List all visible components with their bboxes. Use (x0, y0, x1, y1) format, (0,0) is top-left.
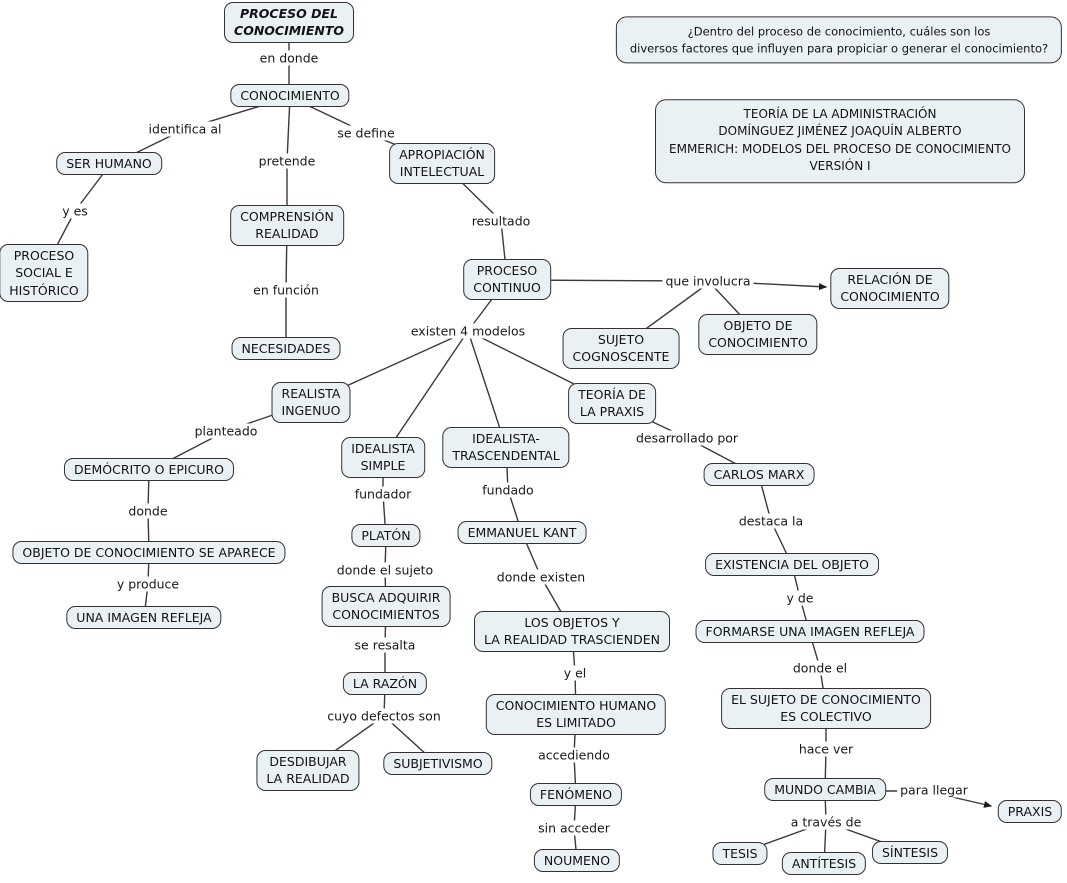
link-label-sin-acceder[interactable]: sin acceder (535, 820, 613, 836)
node-proceso-del-conocimiento[interactable]: PROCESO DEL CONOCIMIENTO (224, 2, 354, 43)
question-box[interactable]: ¿Dentro del proceso de conocimiento, cuá… (615, 16, 1063, 64)
node-el-sujeto-de-conocimiento-es-colectivo[interactable]: EL SUJETO DE CONOCIMIENTO ES COLECTIVO (721, 688, 931, 729)
link-label-destaca-la[interactable]: destaca la (735, 513, 807, 529)
node-comprension-realidad[interactable]: COMPRENSIÓN REALIDAD (230, 205, 344, 246)
link-label-donde-existen[interactable]: donde existen (493, 569, 589, 585)
node-idealista-trascendental[interactable]: IDEALISTA- TRASCENDENTAL (442, 427, 570, 468)
link-label-fundado[interactable]: fundado (479, 482, 537, 498)
node-idealista-simple[interactable]: IDEALISTA SIMPLE (341, 437, 425, 478)
link-label-donde-el[interactable]: donde el (789, 660, 851, 676)
node-una-imagen-refleja[interactable]: UNA IMAGEN REFLEJA (66, 606, 222, 630)
link-label-y-el[interactable]: y el (560, 665, 590, 681)
node-sujeto-cognoscente[interactable]: SUJETO COGNOSCENTE (562, 328, 680, 369)
node-existencia-del-objeto[interactable]: EXISTENCIA DEL OBJETO (705, 553, 879, 577)
link-label-identifica-al[interactable]: identifica al (145, 121, 225, 137)
node-conocimiento[interactable]: CONOCIMIENTO (230, 84, 350, 108)
link-label-cuyo-defectos-son[interactable]: cuyo defectos son (324, 708, 444, 724)
node-democrito-o-epicuro[interactable]: DEMÓCRITO O EPICURO (63, 458, 235, 482)
node-objeto-de-conocimiento[interactable]: OBJETO DE CONOCIMIENTO (698, 314, 818, 355)
node-proceso-continuo[interactable]: PROCESO CONTINUO (463, 259, 551, 300)
node-mundo-cambia[interactable]: MUNDO CAMBIA (764, 778, 886, 802)
link-label-accediendo[interactable]: accediendo (535, 747, 613, 763)
node-conocimiento-humano-es-limitado[interactable]: CONOCIMIENTO HUMANO ES LIMITADO (485, 694, 667, 735)
node-noumeno[interactable]: NOUMENO (533, 849, 621, 873)
link-label-que-involucra[interactable]: que involucra (662, 273, 754, 289)
link-label-donde-el-sujeto[interactable]: donde el sujeto (333, 562, 437, 578)
node-ser-humano[interactable]: SER HUMANO (56, 152, 162, 176)
node-platon[interactable]: PLATÓN (351, 524, 421, 548)
node-apropiacion-intelectual[interactable]: APROPIACIÓN INTELECTUAL (389, 143, 495, 184)
link-label-se-define[interactable]: se define (334, 125, 398, 141)
link-label-a-traves-de[interactable]: a través de (787, 814, 865, 830)
node-fenomeno[interactable]: FENÓMENO (529, 783, 623, 807)
link-label-y-es[interactable]: y es (59, 203, 91, 219)
link-label-y-de[interactable]: y de (783, 590, 817, 606)
credits-box[interactable]: TEORÍA DE LA ADMINISTRACIÓN DOMÍNGUEZ JI… (655, 99, 1025, 183)
link-label-planteado[interactable]: planteado (191, 423, 261, 439)
link-label-donde[interactable]: donde (125, 503, 171, 519)
node-praxis[interactable]: PRAXIS (997, 800, 1063, 824)
node-desdibujar-la-realidad[interactable]: DESDIBUJAR LA REALIDAD (256, 750, 360, 791)
link-label-pretende[interactable]: pretende (255, 153, 319, 169)
node-carlos-marx[interactable]: CARLOS MARX (703, 463, 815, 487)
link-label-fundador[interactable]: fundador (351, 486, 415, 502)
node-objeto-de-conocimiento-se-aparece[interactable]: OBJETO DE CONOCIMIENTO SE APARECE (12, 541, 286, 565)
node-la-razon[interactable]: LA RAZÓN (342, 672, 428, 696)
link-label-resultado[interactable]: resultado (468, 213, 534, 229)
node-sintesis[interactable]: SÍNTESIS (871, 841, 949, 865)
link-label-en-donde[interactable]: en donde (256, 50, 322, 66)
node-realista-ingenuo[interactable]: REALISTA INGENUO (271, 382, 351, 423)
link-label-en-funcion[interactable]: en función (250, 282, 322, 298)
node-busca-adquirir-conocimientos[interactable]: BUSCA ADQUIRIR CONOCIMIENTOS (321, 586, 451, 627)
link-label-y-produce[interactable]: y produce (113, 576, 183, 592)
node-los-objetos-y-la-realidad-trascienden[interactable]: LOS OBJETOS Y LA REALIDAD TRASCIENDEN (474, 611, 670, 652)
node-subjetivismo[interactable]: SUBJETIVISMO (383, 752, 493, 776)
node-necesidades[interactable]: NECESIDADES (231, 337, 341, 361)
node-emmanuel-kant[interactable]: EMMANUEL KANT (457, 521, 587, 545)
node-antitesis[interactable]: ANTÍTESIS (781, 852, 867, 876)
link-label-se-resalta[interactable]: se resalta (351, 637, 419, 653)
node-tesis[interactable]: TESIS (712, 842, 768, 866)
link-label-existen-4-modelos[interactable]: existen 4 modelos (407, 323, 529, 339)
node-teoria-de-la-praxis[interactable]: TEORÍA DE LA PRAXIS (568, 383, 656, 424)
link-label-hace-ver[interactable]: hace ver (795, 741, 857, 757)
link-label-desarrollado-por[interactable]: desarrollado por (632, 430, 742, 446)
link-label-para-llegar[interactable]: para llegar (897, 782, 971, 798)
node-formarse-una-imagen-refleja[interactable]: FORMARSE UNA IMAGEN REFLEJA (695, 620, 925, 644)
node-relacion-de-conocimiento[interactable]: RELACIÓN DE CONOCIMIENTO (830, 268, 950, 309)
node-proceso-social-e-historico[interactable]: PROCESO SOCIAL E HISTÓRICO (0, 244, 89, 302)
